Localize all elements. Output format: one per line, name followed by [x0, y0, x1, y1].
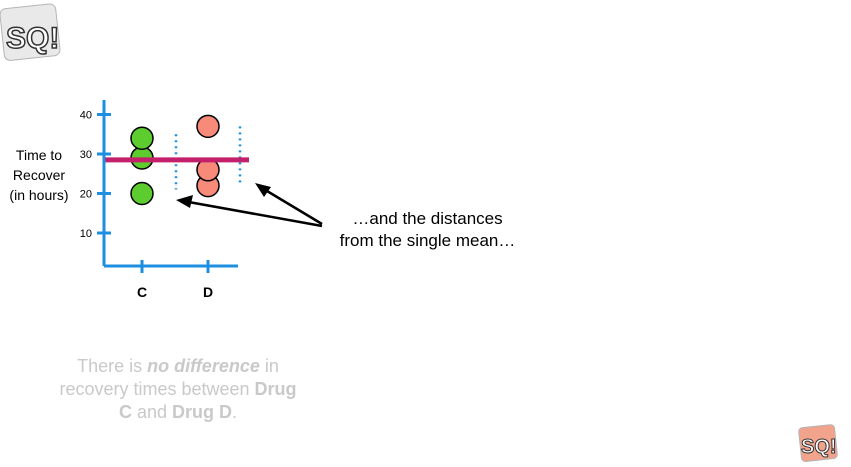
data-point [196, 114, 220, 139]
hypothesis-part-1: There is [77, 356, 148, 376]
arrowhead-c [176, 195, 193, 208]
arrow-to-d-distance [261, 186, 323, 226]
hypothesis-part-4: . [232, 402, 238, 422]
data-point [130, 126, 154, 150]
hypothesis-part-3: and [131, 402, 173, 422]
hypothesis-emphasis: no difference [147, 356, 260, 376]
annotation-line-2: from the single mean… [339, 231, 516, 250]
data-point [130, 181, 154, 206]
arrowhead-d [255, 183, 271, 197]
statquest-logo-small: SQ! [798, 424, 838, 462]
arrow-to-c-distance [182, 199, 323, 228]
y-axis-label-line-3: (in hours) [9, 187, 69, 203]
y-tick-label: 40 [80, 110, 92, 122]
hypothesis-drug-c: Drug C [118, 379, 297, 422]
y-tick-label: 30 [80, 149, 92, 161]
statquest-logo: SQ! [0, 3, 61, 61]
y-axis-label-line-2: Recover [12, 167, 66, 183]
annotation: …and the distances from the single mean… [310, 208, 545, 252]
hypothesis-part-2: in recovery times between [59, 356, 279, 399]
y-tick-label: 20 [80, 189, 92, 201]
y-tick-label: 10 [80, 228, 92, 240]
x-tick-label: D [203, 284, 213, 300]
hypothesis-drug-d: Drug D [172, 402, 233, 422]
annotation-line-1: …and the distances [352, 209, 503, 228]
null-hypothesis-text: There is no difference in recovery times… [58, 355, 298, 424]
svg-text:SQ!: SQ! [6, 22, 59, 55]
y-axis-label-line-1: Time to [15, 147, 63, 163]
y-axis-label: Time to Recover (in hours) [0, 145, 78, 205]
svg-text:SQ!: SQ! [801, 436, 837, 458]
x-tick-label: C [137, 284, 147, 300]
